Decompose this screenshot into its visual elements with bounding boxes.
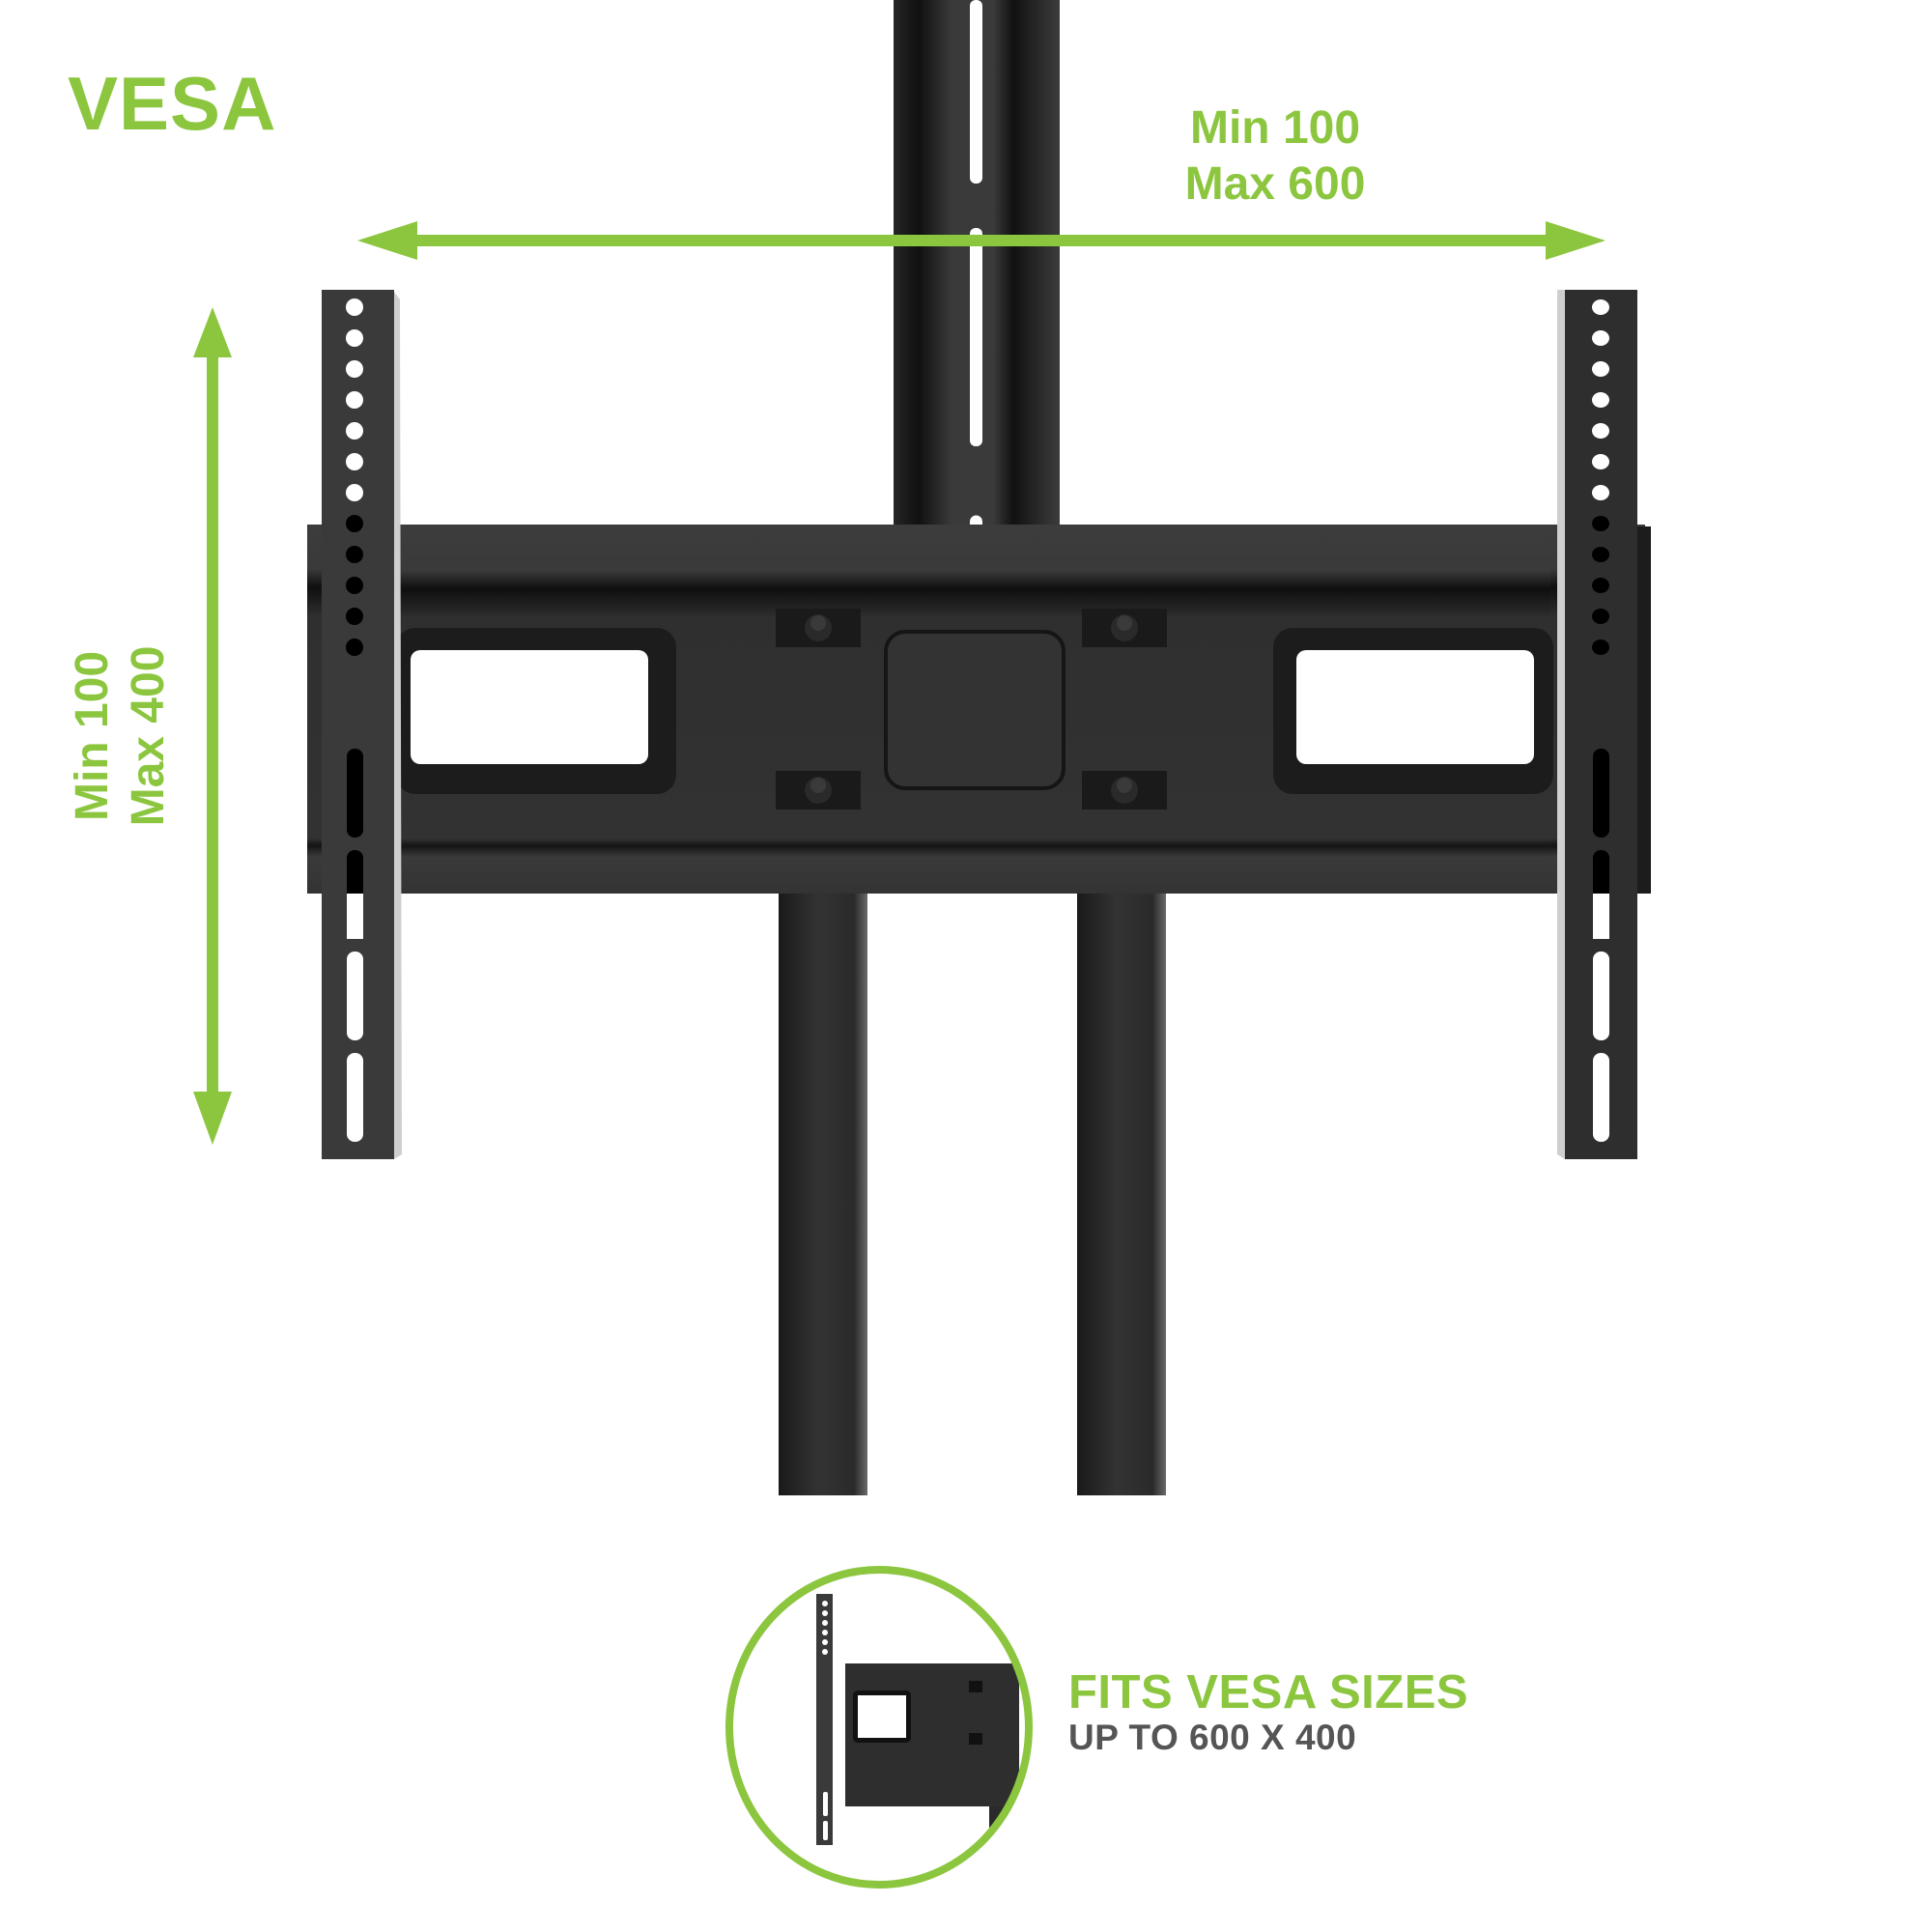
badge-circle [725, 1566, 1033, 1889]
left-vertical-bracket [322, 290, 402, 1159]
badge-text: FITS VESA SIZES UP TO 600 X 400 [1068, 1665, 1468, 1758]
left-arrow-icon [357, 221, 417, 260]
bolt-top-left [776, 609, 861, 647]
right-arrow-icon [1546, 221, 1605, 260]
horizontal-min-label: Min 100 [1189, 102, 1361, 154]
lower-poles [779, 887, 1166, 1495]
horizontal-max-label: Max 600 [1184, 158, 1366, 210]
horizontal-dimension-arrow [357, 221, 1605, 260]
right-vertical-bracket [1557, 290, 1651, 1159]
up-arrow-icon [193, 307, 232, 357]
bolt-top-right [1082, 609, 1167, 647]
vertical-dimension-arrow [193, 307, 232, 1145]
down-arrow-icon [193, 1092, 232, 1145]
bolt-bottom-right [1082, 771, 1167, 810]
badge-title: FITS VESA SIZES [1068, 1666, 1469, 1719]
horizontal-dimension-label: Min 100 Max 600 [1159, 100, 1391, 213]
page-title: VESA [68, 61, 277, 146]
horizontal-mount-plate [307, 525, 1645, 894]
bolt-bottom-left [776, 771, 861, 810]
upper-column [894, 0, 1060, 526]
badge-subtitle: UP TO 600 X 400 [1068, 1718, 1357, 1757]
